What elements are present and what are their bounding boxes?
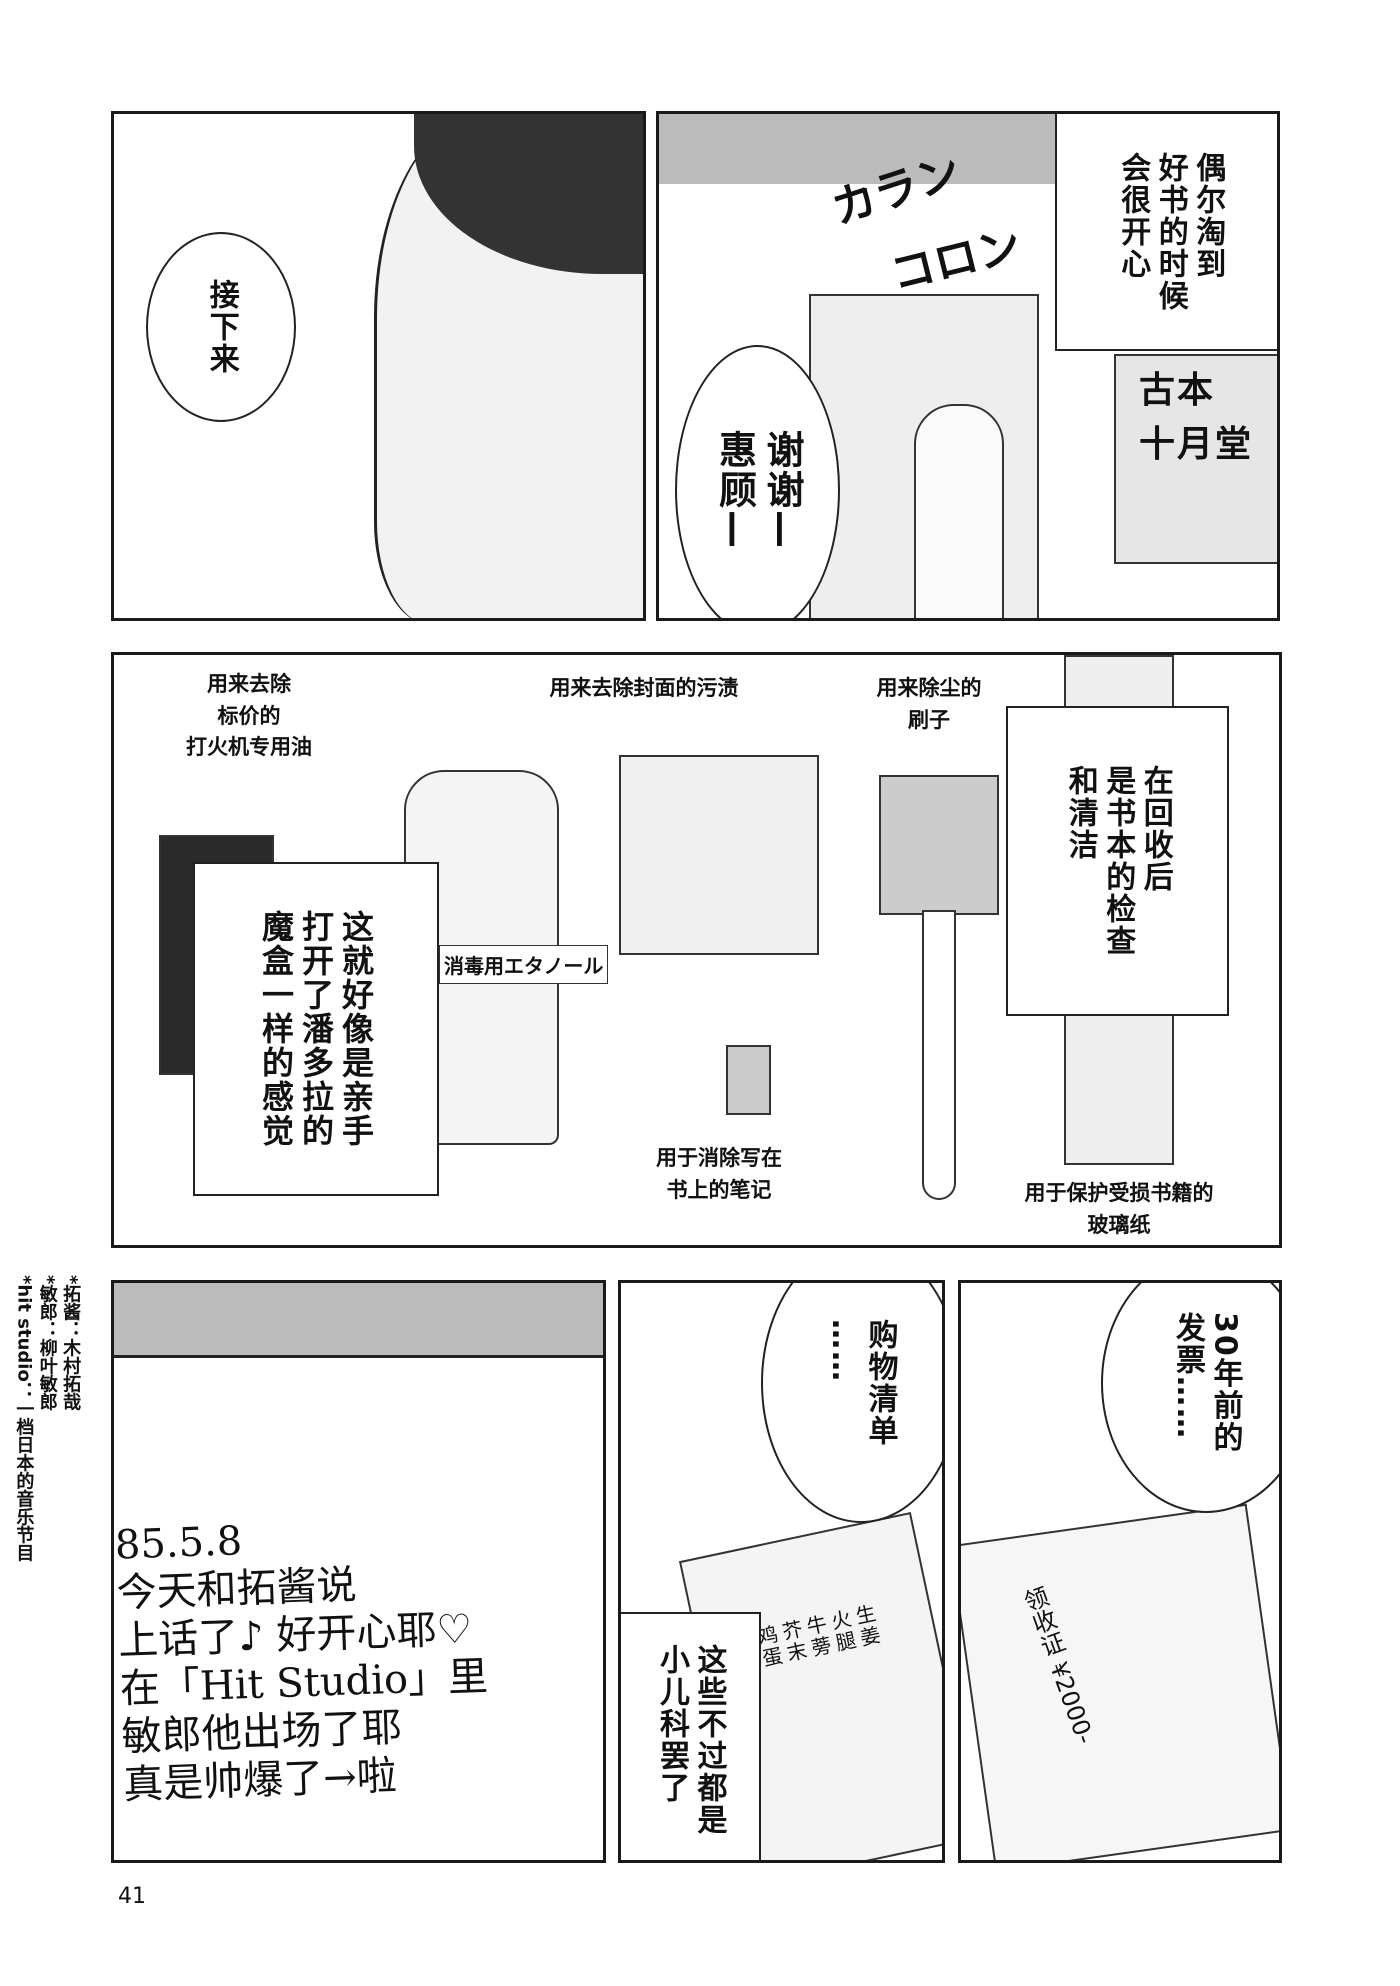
narration-line: 小儿科罢了 bbox=[654, 1644, 689, 1804]
sfx-koron: コロン bbox=[885, 219, 1027, 302]
narration-box-right: 在回收后 是书本的检查 和清洁 bbox=[1006, 706, 1229, 1016]
narration-text: 在回收后 是书本的检查 和清洁 bbox=[1061, 765, 1174, 957]
speech-bubble: 购物清单 …… bbox=[761, 1283, 942, 1523]
narration-text: 偶尔淘到 好书的时候 会很开心 bbox=[1114, 152, 1227, 312]
narration-line: 这就好像是亲手 bbox=[337, 910, 375, 1148]
label-brush: 用来除尘的 刷子 bbox=[876, 676, 982, 732]
bubble-line: 购物清单 bbox=[862, 1319, 898, 1447]
narration-box: 这些不过都是 小儿科罢了 bbox=[621, 1612, 761, 1860]
bubble-line: …… bbox=[825, 1319, 860, 1383]
shop-sign-line: 十月堂 bbox=[1139, 424, 1254, 465]
label-glassine: 用于保护受损书籍的 玻璃纸 bbox=[1024, 1181, 1214, 1237]
note-line: *hit studio：一档日本的音乐节目 bbox=[13, 1275, 35, 1562]
panel-3: 消毒用エタノール 用来去除 标价的 打火机专用油 用来去除封面的污渍 用来除尘的… bbox=[111, 652, 1282, 1248]
notebook-top-illustration bbox=[114, 1283, 603, 1358]
narration-line: 这些不过都是 bbox=[691, 1644, 727, 1836]
panel-1: 接下来 bbox=[111, 111, 646, 621]
speech-bubble: 谢谢— 惠顾— bbox=[675, 345, 840, 618]
narration-line: 在回收后 bbox=[1137, 765, 1173, 893]
bubble-line: 谢谢— bbox=[760, 430, 804, 550]
label-cloth: 用来去除封面的污渍 bbox=[549, 676, 739, 700]
shop-sign-line: 古本 bbox=[1139, 370, 1216, 411]
bubble-text: 购物清单 …… bbox=[824, 1319, 899, 1447]
panel-5: 生姜 火腿 牛蒡 芥末 鸡蛋 购物清单 …… 这些不过都是 小儿科罢了 bbox=[618, 1280, 945, 1863]
eraser-illustration bbox=[726, 1045, 771, 1115]
brush-illustration bbox=[879, 775, 999, 915]
bottle-label: 消毒用エタノール bbox=[439, 945, 609, 984]
customer-illustration bbox=[914, 404, 1004, 618]
narration-line: 是书本的检查 bbox=[1100, 765, 1136, 957]
bubble-line: 惠顾— bbox=[712, 430, 757, 550]
bubble-line: 发票…… bbox=[1170, 1312, 1205, 1441]
bubble-text: 谢谢— 惠顾— bbox=[710, 430, 805, 550]
narration-line: 和清洁 bbox=[1062, 765, 1098, 861]
narration-text: 这些不过都是 小儿科罢了 bbox=[653, 1644, 728, 1836]
translator-notes: *拓酱：木村拓哉 *敏郎：柳叶敏郎 *hit studio：一档日本的音乐节目 bbox=[12, 1275, 82, 1605]
narration-box: 偶尔淘到 好书的时候 会很开心 bbox=[1055, 114, 1277, 351]
bubble-line: 30年前的 bbox=[1207, 1312, 1243, 1454]
label-eraser: 用于消除写在 书上的笔记 bbox=[656, 1146, 782, 1202]
panel-6: 领收证 ¥2000- 30年前的 发票…… bbox=[958, 1280, 1282, 1863]
narration-box-left: 这就好像是亲手 打开了潘多拉的 魔盒一样的感觉 bbox=[193, 862, 439, 1196]
note-line: *拓酱：木村拓哉 bbox=[60, 1275, 82, 1411]
speech-bubble: 30年前的 发票…… bbox=[1101, 1283, 1279, 1513]
bubble-text: 接下来 bbox=[203, 279, 239, 375]
bubble-text: 30年前的 发票…… bbox=[1169, 1312, 1244, 1454]
shop-window-illustration bbox=[1114, 354, 1277, 564]
label-lighter-oil: 用来去除 标价的 打火机专用油 bbox=[186, 672, 312, 759]
narration-line: 打开了潘多拉的 bbox=[297, 910, 335, 1148]
narration-line: 魔盒一样的感觉 bbox=[257, 910, 295, 1148]
narration-line: 会很开心 bbox=[1115, 151, 1151, 280]
page-number: 41 bbox=[118, 1884, 146, 1909]
narration-line: 好书的时候 bbox=[1152, 151, 1188, 312]
cloth-illustration bbox=[619, 755, 819, 955]
diary-handwriting: 85.5.8 今天和拓酱说 上话了♪ 好开心耶♡ 在「Hit Studio」里 … bbox=[114, 1518, 489, 1809]
brush-handle-illustration bbox=[922, 910, 956, 1200]
narration-line: 偶尔淘到 bbox=[1190, 151, 1226, 280]
receipt-illustration bbox=[961, 1503, 1279, 1860]
shop-sign: 古本 十月堂 bbox=[1139, 364, 1253, 472]
panel-2: カラン コロン 古本 十月堂 偶尔淘到 好书的时候 会很开心 谢谢— 惠顾— bbox=[656, 111, 1280, 621]
narration-text: 这就好像是亲手 打开了潘多拉的 魔盒一样的感觉 bbox=[256, 910, 376, 1148]
panel-4: 85.5.8 今天和拓酱说 上话了♪ 好开心耶♡ 在「Hit Studio」里 … bbox=[111, 1280, 606, 1863]
speech-bubble: 接下来 bbox=[146, 232, 296, 422]
note-line: *敏郎：柳叶敏郎 bbox=[36, 1275, 58, 1411]
